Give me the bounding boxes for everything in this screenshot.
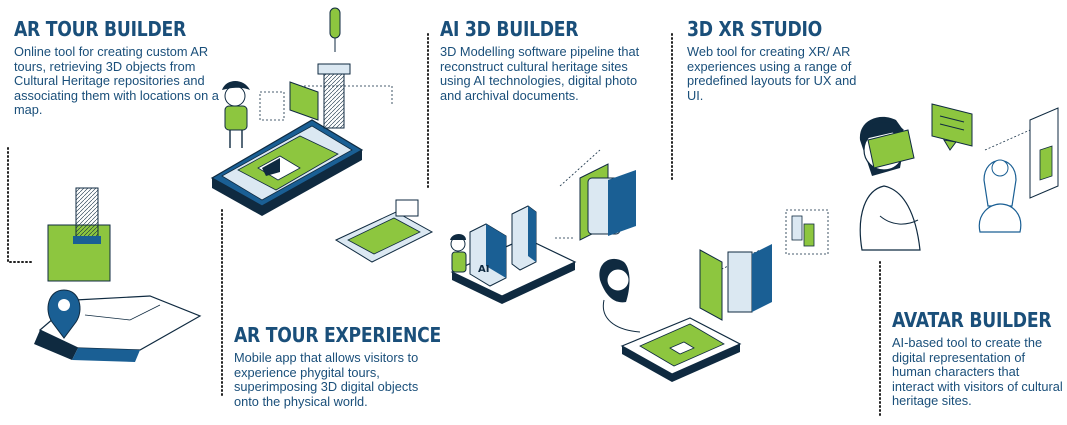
avatar-builder-illustration [859, 103, 1059, 251]
avatar-builder-block: AVATAR BUILDER AI-based tool to create t… [892, 308, 1064, 409]
ar-tour-builder-title: AR TOUR BUILDER [14, 17, 186, 41]
ar-tour-experience-body: Mobile app that allows visitors to exper… [234, 350, 419, 409]
avatar-builder-body: AI-based tool to create the digital repr… [892, 335, 1063, 409]
ar-tour-builder-block: AR TOUR BUILDER Online tool for creating… [14, 17, 219, 118]
ai-builder-illustration: AI [334, 163, 636, 304]
connection-lines [300, 85, 1031, 281]
ai-3d-builder-title: AI 3D BUILDER [440, 17, 579, 41]
ai-3d-builder-block: AI 3D BUILDER 3D Modelling software pipe… [440, 17, 655, 103]
ai-3d-builder-body: 3D Modelling software pipeline that reco… [440, 44, 640, 103]
ar-tour-experience-title: AR TOUR EXPERIENCE [234, 323, 441, 347]
ai-letters: AI [478, 264, 489, 275]
map-pin-illustration [34, 187, 202, 362]
avatar-builder-title: AVATAR BUILDER [892, 308, 1052, 332]
tablet-person-illustration [210, 7, 364, 216]
ar-tour-builder-body: Online tool for creating custom AR tours… [14, 44, 219, 118]
xr-studio-title: 3D XR STUDIO [687, 17, 823, 41]
dotted-separators [7, 33, 881, 419]
xr-studio-body: Web tool for creating XR/ AR experiences… [687, 44, 857, 103]
xr-studio-illustration [599, 209, 829, 382]
xr-studio-block: 3D XR STUDIO Web tool for creating XR/ A… [687, 17, 857, 103]
ar-tour-experience-block: AR TOUR EXPERIENCE Mobile app that allow… [234, 323, 444, 409]
